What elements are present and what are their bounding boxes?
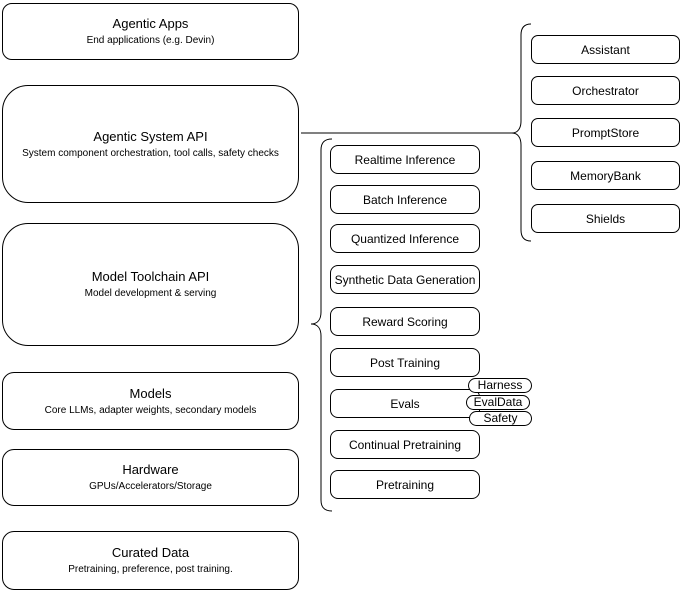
brace-model-toolchain [310,138,333,512]
component-assistant: Assistant [531,35,680,64]
tag-label: Safety [483,411,518,425]
toolchain-item-synthetic-data-generation: Synthetic Data Generation [330,265,480,294]
box-title: Curated Data [111,545,190,560]
component-memorybank: MemoryBank [531,161,680,190]
node-label: Synthetic Data Generation [334,272,476,287]
node-label: Post Training [369,355,441,370]
box-hardware: Hardware GPUs/Accelerators/Storage [2,449,299,506]
component-shields: Shields [531,204,680,233]
box-models: Models Core LLMs, adapter weights, secon… [2,372,299,430]
box-title: Model Toolchain API [91,269,210,284]
toolchain-item-continual-pretraining: Continual Pretraining [330,430,480,459]
box-title: Agentic System API [93,128,208,144]
box-curated-data: Curated Data Pretraining, preference, po… [2,531,299,590]
node-label: Batch Inference [362,192,448,207]
box-title: Models [129,385,172,401]
box-agentic-system-api: Agentic System API System component orch… [2,85,299,203]
node-label: PromptStore [571,125,640,140]
toolchain-item-quantized-inference: Quantized Inference [330,224,480,253]
tag-label: EvalData [473,395,523,409]
box-subtitle: End applications (e.g. Devin) [86,35,215,46]
node-label: Evals [390,396,420,411]
box-subtitle: Core LLMs, adapter weights, secondary mo… [44,404,257,416]
tag-label: Harness [477,378,523,392]
box-agentic-apps: Agentic Apps End applications (e.g. Devi… [2,3,299,60]
box-model-toolchain-api: Model Toolchain API Model development & … [2,223,299,346]
box-subtitle: Model development & serving [84,288,217,299]
toolchain-item-pretraining: Pretraining [330,470,480,499]
node-label: Realtime Inference [354,152,456,167]
node-label: Pretraining [375,477,435,492]
box-title: Agentic Apps [112,16,189,31]
toolchain-item-evals: Evals [330,389,480,418]
node-label: Reward Scoring [362,314,448,329]
toolchain-item-post-training: Post Training [330,348,480,377]
brace-system-components [511,23,532,242]
component-orchestrator: Orchestrator [531,76,680,105]
node-label: MemoryBank [570,168,641,183]
evals-tag-evaldata: EvalData [466,395,530,410]
node-label: Assistant [581,42,630,57]
evals-tag-harness: Harness [468,378,532,393]
toolchain-item-realtime-inference: Realtime Inference [330,145,480,174]
toolchain-item-batch-inference: Batch Inference [330,185,480,214]
box-subtitle: System component orchestration, tool cal… [22,147,279,159]
node-label: Quantized Inference [350,231,460,246]
box-subtitle: Pretraining, preference, post training. [68,564,233,575]
evals-tag-safety: Safety [469,411,532,426]
node-label: Shields [585,211,626,226]
box-title: Hardware [122,462,179,477]
toolchain-item-reward-scoring: Reward Scoring [330,307,480,336]
node-label: Orchestrator [572,83,639,98]
box-subtitle: GPUs/Accelerators/Storage [89,481,212,492]
component-promptstore: PromptStore [531,118,680,147]
node-label: Continual Pretraining [348,437,462,452]
